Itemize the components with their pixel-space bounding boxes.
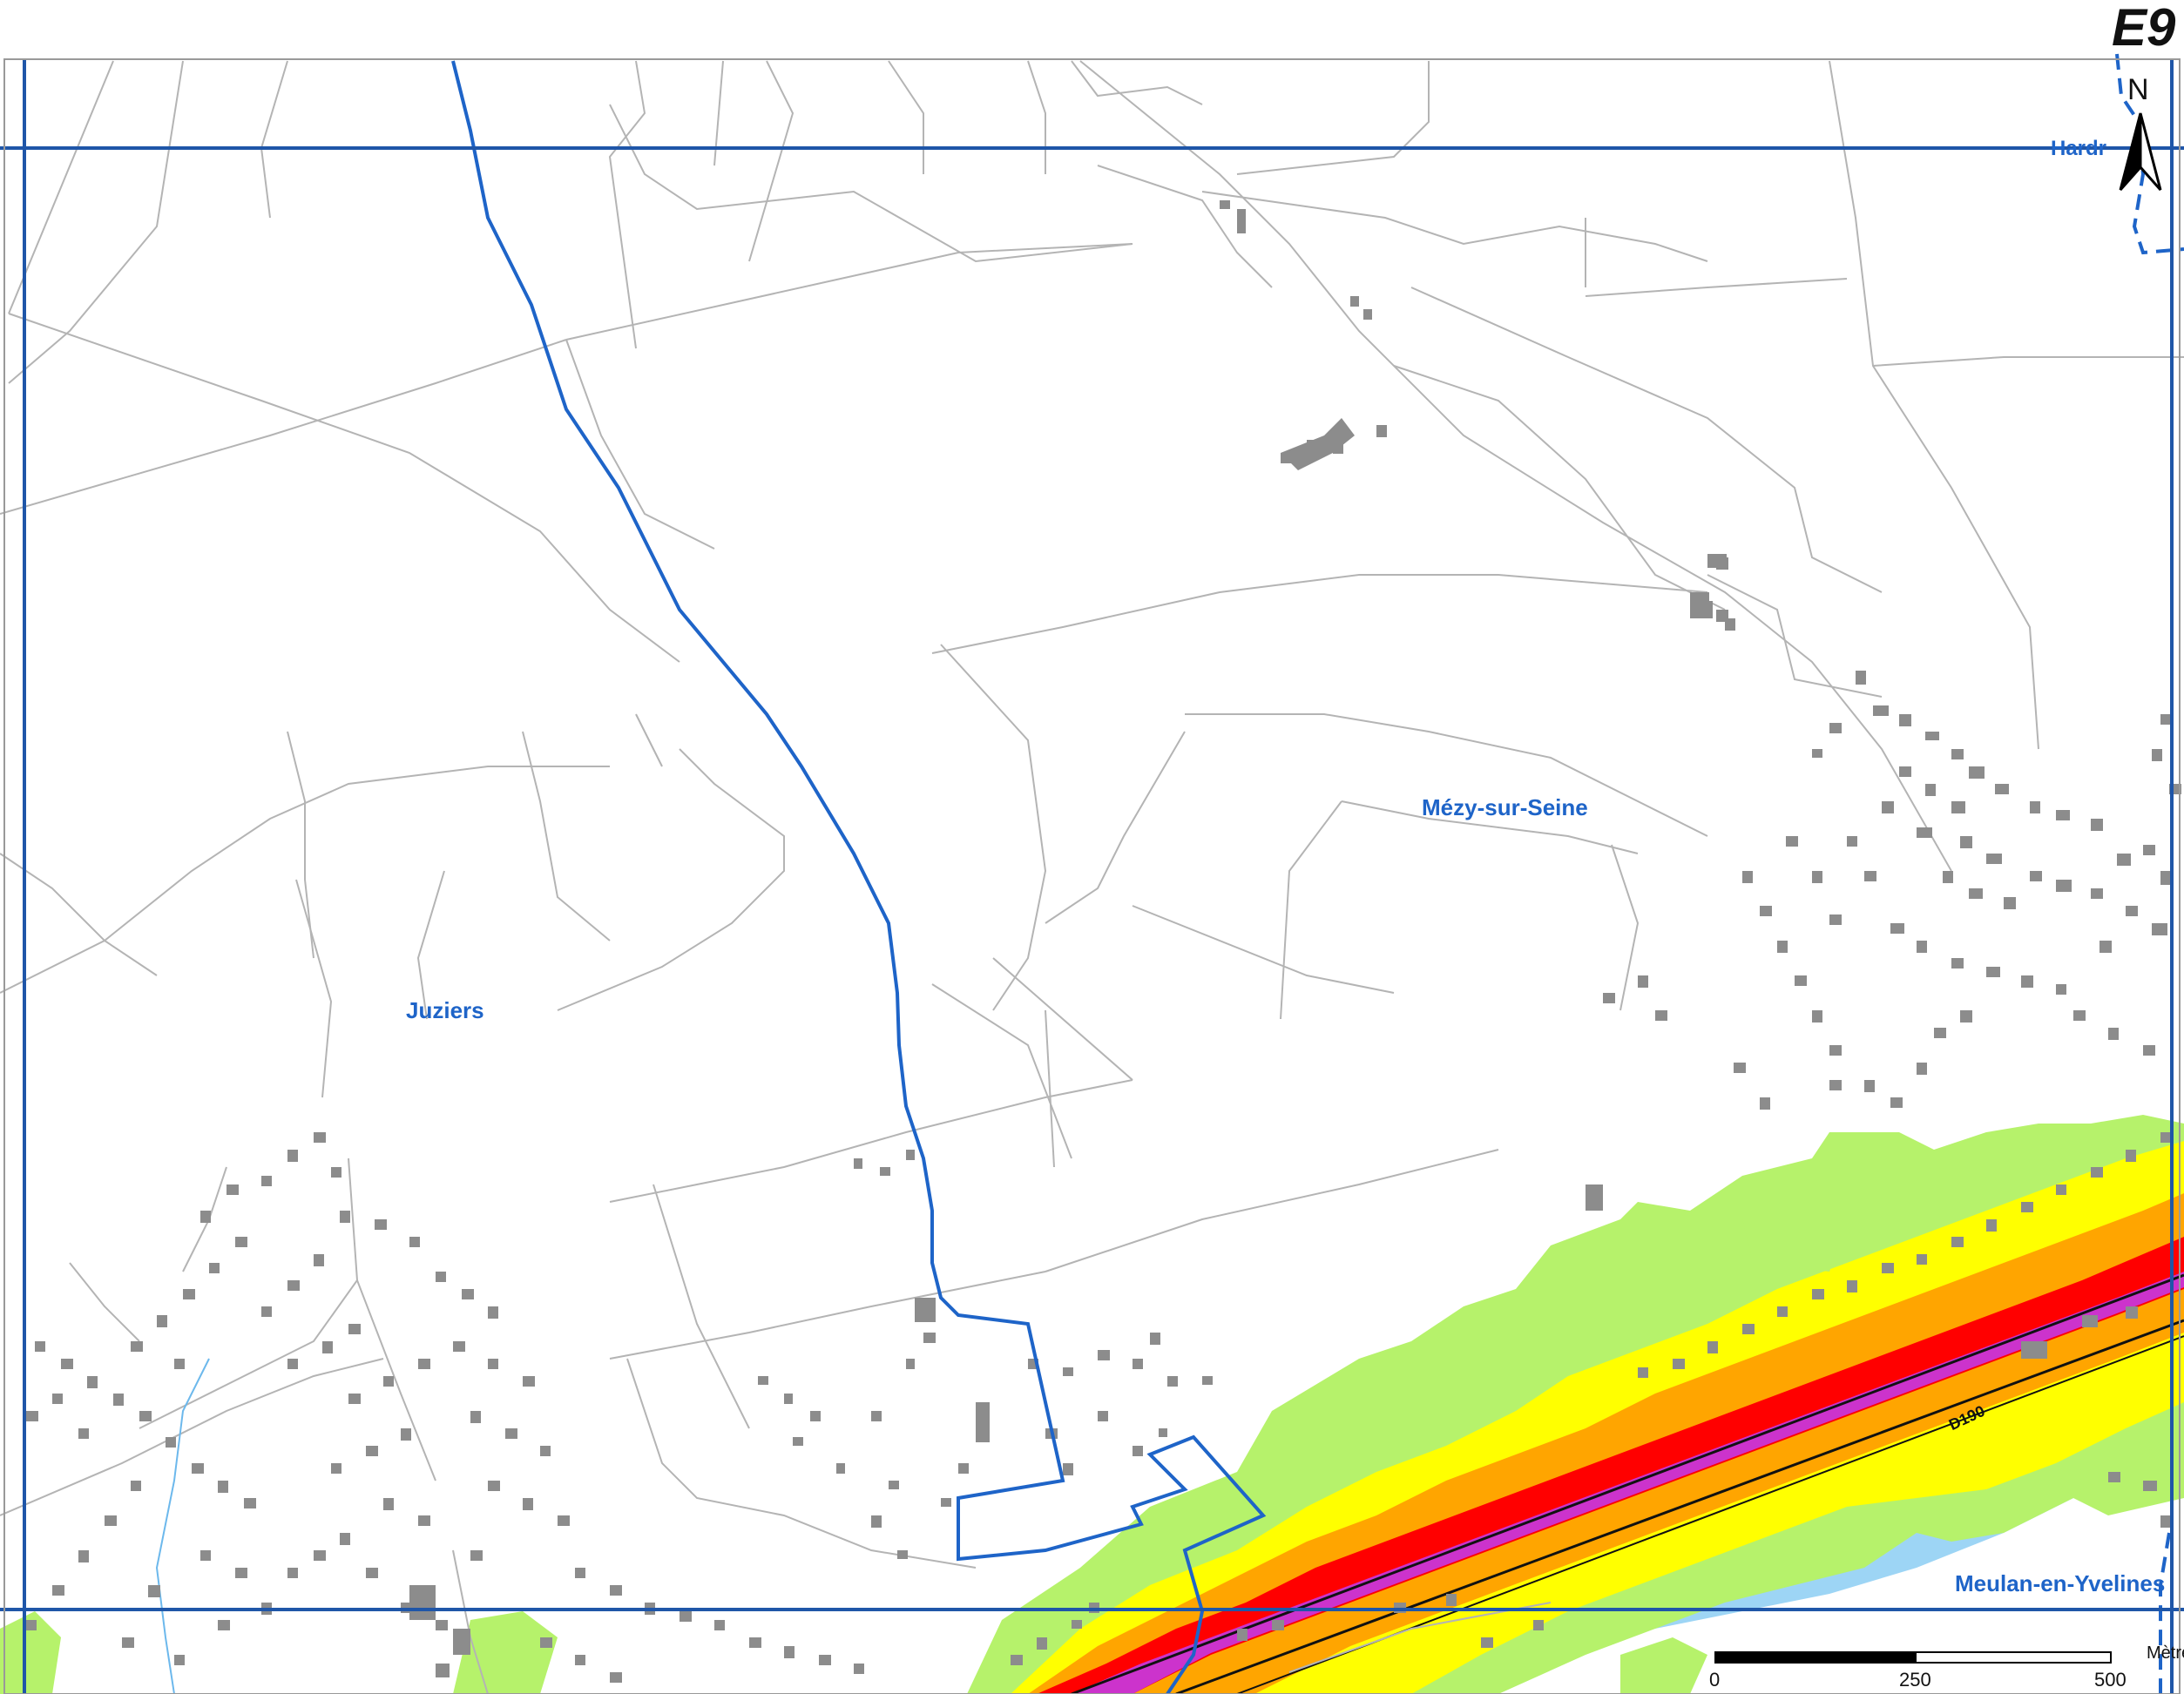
north-arrow-icon	[2119, 112, 2162, 191]
sheet-frame-grid	[0, 59, 2184, 1694]
noise-band-70	[1037, 1237, 2184, 1694]
rail-line	[1071, 1273, 2184, 1694]
sheet-id: E9	[2112, 0, 2176, 57]
commune-boundary	[451, 60, 1267, 1694]
scale-tick-500: 500	[2094, 1669, 2127, 1691]
scale-unit: Mètres	[2147, 1643, 2184, 1663]
place-label-mezy: Mézy-sur-Seine	[1422, 794, 1588, 820]
place-label-juziers: Juziers	[406, 997, 484, 1023]
road-network	[0, 60, 2184, 1694]
scale-tick-250: 250	[1899, 1669, 1931, 1691]
scale-segment-2	[1915, 1651, 2112, 1664]
stream	[155, 1358, 210, 1694]
scale-segment-1	[1714, 1651, 1917, 1664]
place-label-hardricourt: Hardr	[2051, 137, 2107, 160]
north-label: N	[2127, 73, 2149, 106]
road-d190	[1175, 1319, 2184, 1694]
farm-buildings	[1281, 418, 1735, 631]
scale-tick-0: 0	[1709, 1669, 1721, 1691]
place-label-meulan: Meulan-en-Yvelines	[1955, 1570, 2166, 1596]
buildings	[26, 200, 2181, 1683]
